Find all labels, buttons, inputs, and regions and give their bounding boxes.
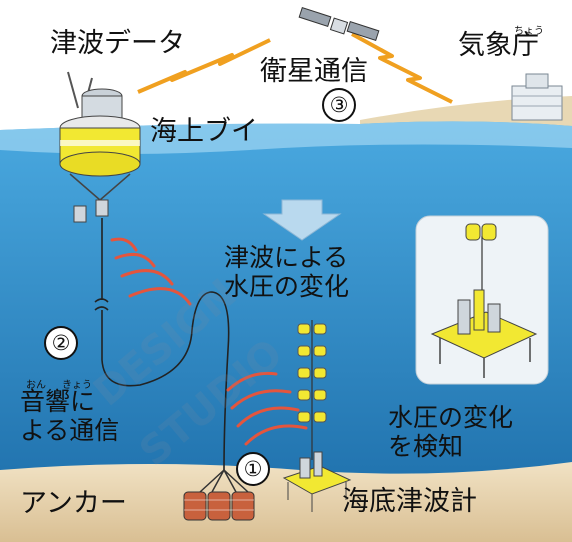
label-tsunami-data: 津波データ	[50, 28, 185, 59]
acoustic-wave-lower	[226, 371, 308, 446]
float-string	[297, 320, 327, 460]
step-2-badge: ②	[44, 326, 78, 360]
acoustic-wave-upper	[110, 237, 192, 306]
step-1-badge: ①	[236, 452, 270, 486]
label-surface-buoy: 海上ブイ	[150, 116, 258, 147]
surface-buoy-icon	[59, 71, 141, 223]
detail-inset	[415, 215, 549, 385]
signal-buoy-to-satellite	[137, 38, 271, 94]
step-3-badge: ③	[322, 88, 356, 122]
label-jma: 気象庁	[458, 30, 539, 61]
label-detect-change: 水圧の変化 を検知	[388, 403, 514, 461]
pressure-arrow-icon	[262, 199, 342, 241]
ruby-jma: ちょう	[514, 26, 544, 37]
sea-floor	[0, 462, 572, 542]
jma-building-icon	[511, 73, 563, 121]
sea-surface	[0, 121, 572, 154]
ruby-on: おん	[26, 380, 46, 391]
ruby-kyo: きょう	[62, 380, 92, 391]
label-satellite-comm: 衛星通信	[260, 56, 368, 87]
seafloor-meter-icon	[282, 451, 352, 512]
label-anchor: アンカー	[20, 488, 127, 519]
label-pressure-change: 津波による 水圧の変化	[224, 243, 350, 301]
label-seafloor-meter: 海底津波計	[342, 486, 477, 517]
signal-satellite-to-jma	[351, 32, 453, 104]
mooring-cable	[94, 218, 230, 471]
anchor-icon	[183, 469, 255, 521]
label-acoustic-comm: 音響に よる通信	[20, 387, 120, 445]
satellite-icon	[298, 6, 380, 42]
